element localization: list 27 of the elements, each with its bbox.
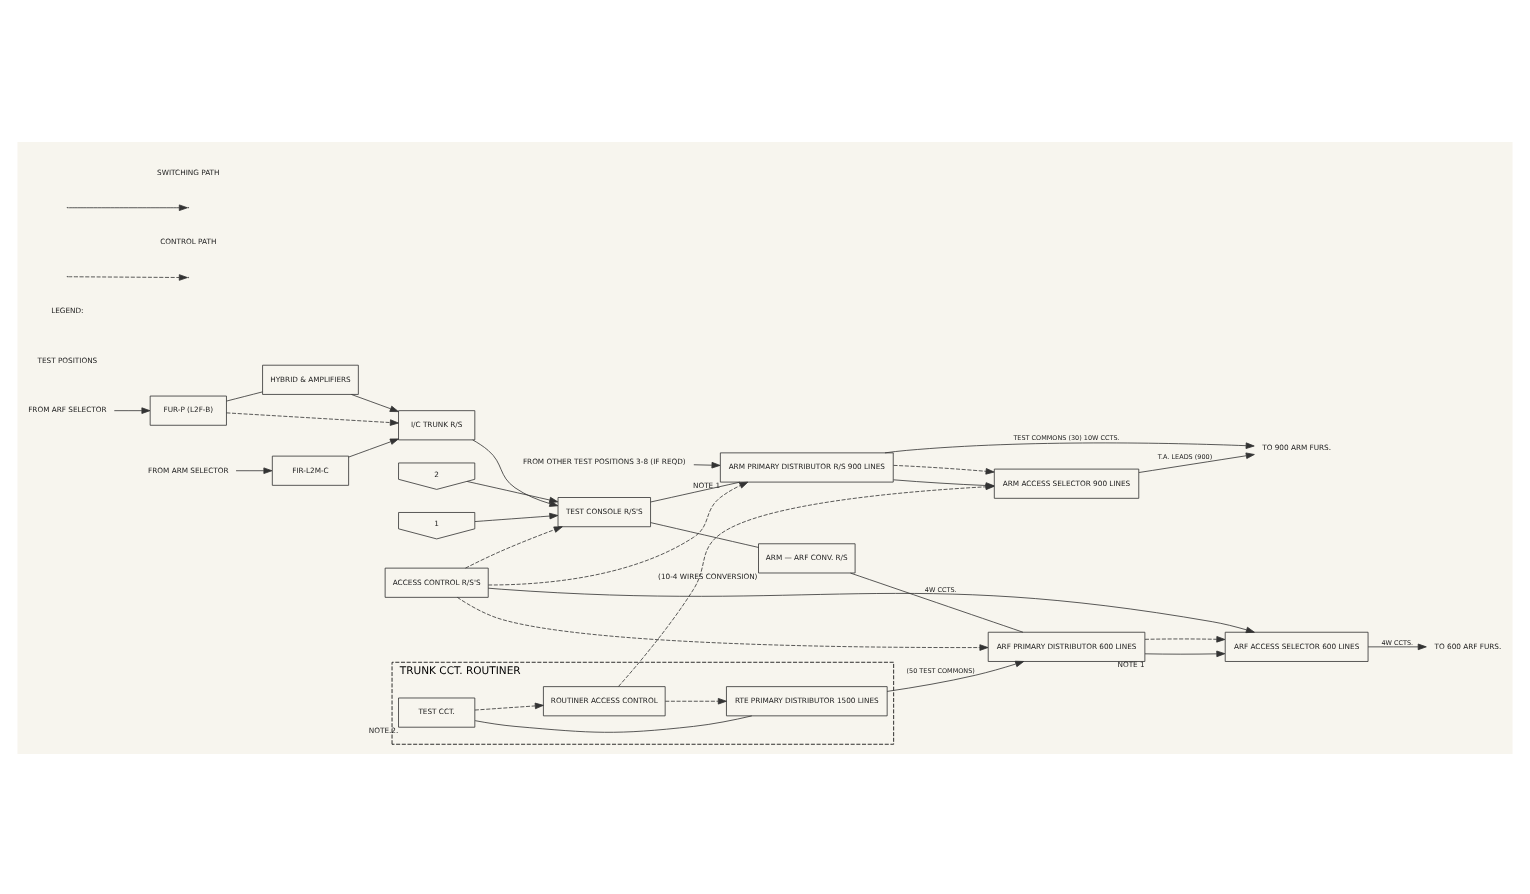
arrow xyxy=(664,697,727,704)
arrow xyxy=(466,480,559,503)
arrow xyxy=(893,463,995,474)
arrow xyxy=(884,441,1255,453)
arrow xyxy=(886,659,1025,691)
arrow xyxy=(350,393,399,411)
arrow xyxy=(472,438,559,506)
connector xyxy=(474,714,753,732)
connector xyxy=(650,480,741,502)
arrow xyxy=(226,411,399,425)
connector xyxy=(850,571,1024,632)
arrow xyxy=(474,701,544,710)
arrow xyxy=(1138,451,1255,472)
arrow xyxy=(693,460,721,468)
arrow xyxy=(1144,649,1226,657)
arrow xyxy=(488,480,749,585)
arrow xyxy=(456,595,989,650)
arrow xyxy=(474,511,559,521)
arrow xyxy=(1144,635,1226,642)
arrow xyxy=(348,437,399,457)
arrow xyxy=(235,466,273,473)
arrow xyxy=(113,406,151,413)
connector xyxy=(226,390,263,401)
connector xyxy=(650,521,759,547)
arrow xyxy=(1367,642,1427,650)
arrow xyxy=(465,525,563,568)
arrow xyxy=(487,586,1255,633)
